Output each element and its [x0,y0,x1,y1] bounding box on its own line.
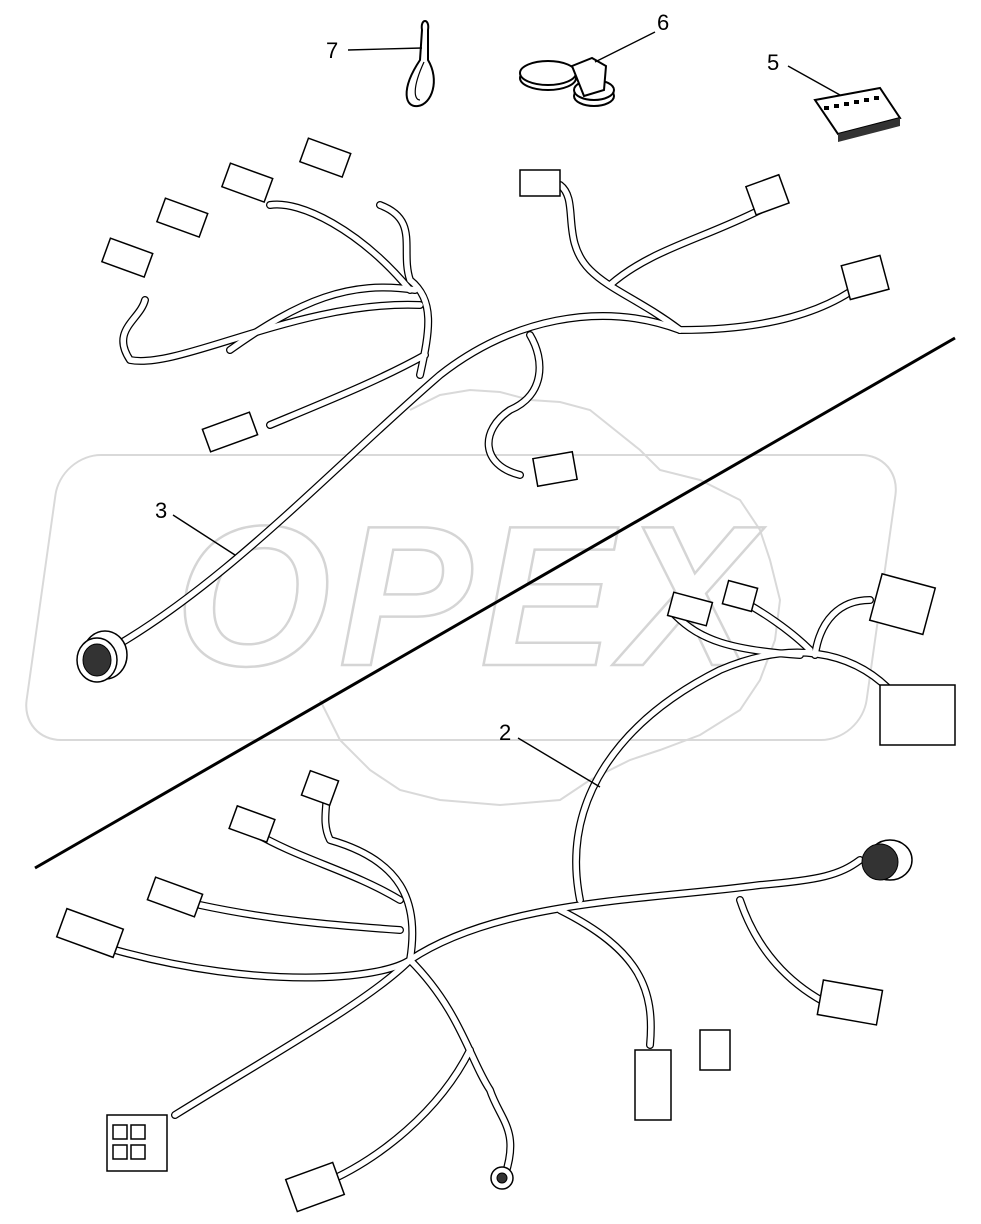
connector-upper-left-1 [100,237,154,279]
round-connector-lower [861,839,913,881]
connector-top-mid-1 [666,591,714,627]
connector-lower-right-1 [816,979,884,1026]
watermark-gear [319,388,782,807]
connector-right-large [879,684,956,746]
leader-3 [172,514,236,556]
leader-7 [787,65,841,96]
section-divider-line [34,336,956,870]
harness-2-wires [111,596,894,1189]
connector-right-top [868,572,937,636]
callout-labels: 7 6 5 3 2 [155,10,779,745]
connector-top-mid-2 [721,579,759,613]
connector-upper-center [201,411,259,453]
leader-2 [517,737,601,788]
connector-upper-left-4 [298,137,352,179]
harness-3-connectors [76,137,890,683]
p-clamp-part [519,56,615,107]
connector-lower-left-2 [146,876,204,918]
callout-label-2: 2 [499,720,511,745]
leader-6 [594,31,656,63]
connector-lower-left-3 [228,804,276,844]
ground-terminal [490,1166,514,1190]
connector-lower-mid-2 [699,1029,731,1071]
harness-3-wires [96,181,864,659]
multipin-connector-part [813,86,902,142]
opex-watermark: OPEX [25,388,897,807]
connector-lower-mid-1 [634,1049,672,1121]
harness-3 [76,137,890,683]
callout-label-6: 6 [657,10,669,35]
connector-lower-bottom [284,1161,346,1213]
connector-upper-left-2 [155,197,209,239]
connector-center-small [532,450,578,488]
watermark-text: OPEX [175,485,765,708]
connector-upper-mid-1 [519,169,561,197]
connector-upper-mid-2 [744,173,791,216]
harness-2-connectors [55,572,956,1213]
callout-label-3: 3 [155,498,167,523]
connector-lower-left-4 [300,769,340,807]
harness-2 [55,572,956,1213]
callout-label-7: 5 [767,50,779,75]
connector-block-lower-left [106,1114,168,1172]
callout-leaders [172,31,841,788]
connector-lower-left-1 [55,907,125,959]
leader-5 [347,47,423,51]
round-connector [76,630,128,683]
connector-upper-right [840,254,890,301]
connector-upper-left-3 [220,162,274,204]
cable-tie-part [405,20,435,108]
callout-label-5: 7 [326,38,338,63]
